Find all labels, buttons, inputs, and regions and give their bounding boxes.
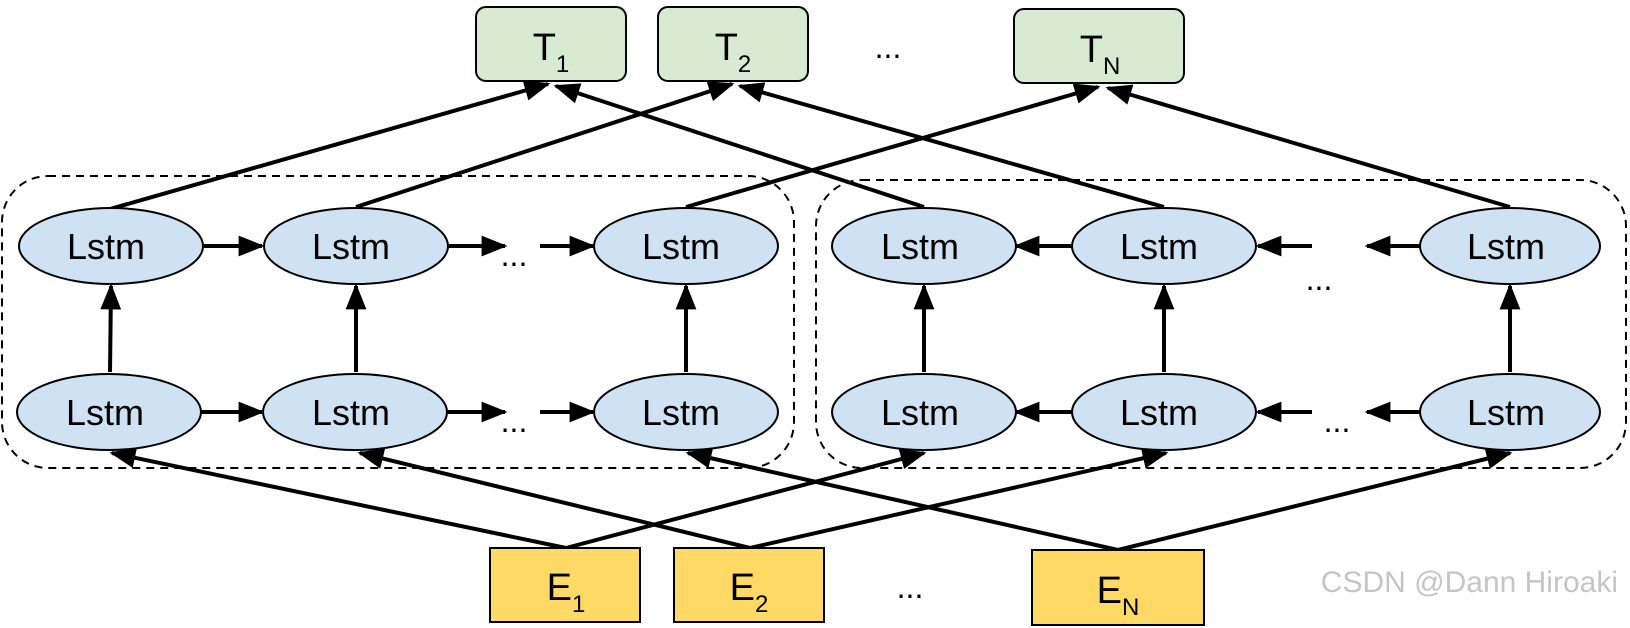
svg-text:T1: T1 [533, 27, 570, 78]
lstm-forward-bottom-2: Lstm [262, 373, 448, 451]
lstm-forward-bottom-1: Lstm [16, 373, 202, 451]
svg-text:Lstm: Lstm [881, 226, 959, 267]
edge-b2-t2 [737, 82, 1165, 209]
edge-f2-t2 [355, 81, 735, 209]
svg-text:Lstm: Lstm [1467, 226, 1545, 267]
svg-text:Lstm: Lstm [642, 392, 720, 433]
output-tn: TN [1013, 8, 1185, 84]
lstm-forward-bottom-3: Lstm [593, 373, 779, 451]
svg-text:Lstm: Lstm [312, 392, 390, 433]
lstm-backward-bottom-1: Lstm [831, 373, 1017, 451]
svg-text:Lstm: Lstm [66, 392, 144, 433]
svg-text:E2: E2 [730, 567, 769, 618]
svg-text:Lstm: Lstm [1120, 392, 1198, 433]
forward-lstm-group [1, 175, 795, 469]
connections [100, 80, 1521, 552]
backward-bottom-ellipsis: ... [1324, 403, 1351, 439]
lstm-backward-top-1: Lstm [831, 207, 1017, 285]
watermark: CSDN @Dann Hiroaki [1320, 566, 1618, 599]
lstm-backward-top-3: Lstm [1419, 207, 1601, 285]
lstm-backward-bottom-2: Lstm [1071, 373, 1257, 451]
svg-text:Lstm: Lstm [642, 226, 720, 267]
svg-text:Lstm: Lstm [1120, 226, 1198, 267]
lstm-forward-top-1: Lstm [18, 207, 204, 285]
backward-top-ellipsis: ... [1306, 261, 1333, 297]
output-t2: T2 [657, 6, 809, 82]
lstm-forward-top-2: Lstm [263, 207, 449, 285]
edge-b1-t1 [553, 83, 925, 209]
input-e1: E1 [489, 547, 641, 623]
backward-lstm-group [815, 179, 1627, 469]
edge-f3-tn [685, 83, 1101, 209]
lstm-backward-bottom-3: Lstm [1419, 373, 1601, 451]
edge-e1-b1 [565, 448, 927, 550]
svg-text:T2: T2 [715, 27, 752, 78]
svg-text:TN: TN [1080, 29, 1121, 80]
svg-text:Lstm: Lstm [312, 226, 390, 267]
edge-b3-tn [1105, 84, 1511, 209]
edge-en-b3 [1117, 448, 1513, 552]
svg-text:EN: EN [1097, 570, 1140, 621]
lstm-forward-top-3: Lstm [593, 207, 779, 285]
inputs-ellipsis: ... [897, 569, 924, 605]
edge-e1-f1 [109, 447, 567, 550]
lstm-backward-top-2: Lstm [1071, 207, 1257, 285]
svg-text:Lstm: Lstm [1467, 392, 1545, 433]
svg-text:E1: E1 [547, 567, 586, 618]
forward-top-ellipsis: ... [501, 237, 528, 273]
svg-text:Lstm: Lstm [881, 392, 959, 433]
edge-en-f3 [685, 448, 1119, 552]
input-e2: E2 [673, 547, 825, 623]
outputs-ellipsis: ... [875, 29, 902, 65]
svg-text:Lstm: Lstm [67, 226, 145, 267]
forward-bottom-ellipsis: ... [501, 403, 528, 439]
edge-v-f1 [100, 283, 122, 373]
input-en: EN [1031, 549, 1205, 626]
edge-e2-b2 [749, 448, 1169, 550]
output-t1: T1 [475, 6, 627, 82]
edge-e2-f2 [357, 448, 751, 550]
edge-f1-t1 [109, 80, 551, 211]
